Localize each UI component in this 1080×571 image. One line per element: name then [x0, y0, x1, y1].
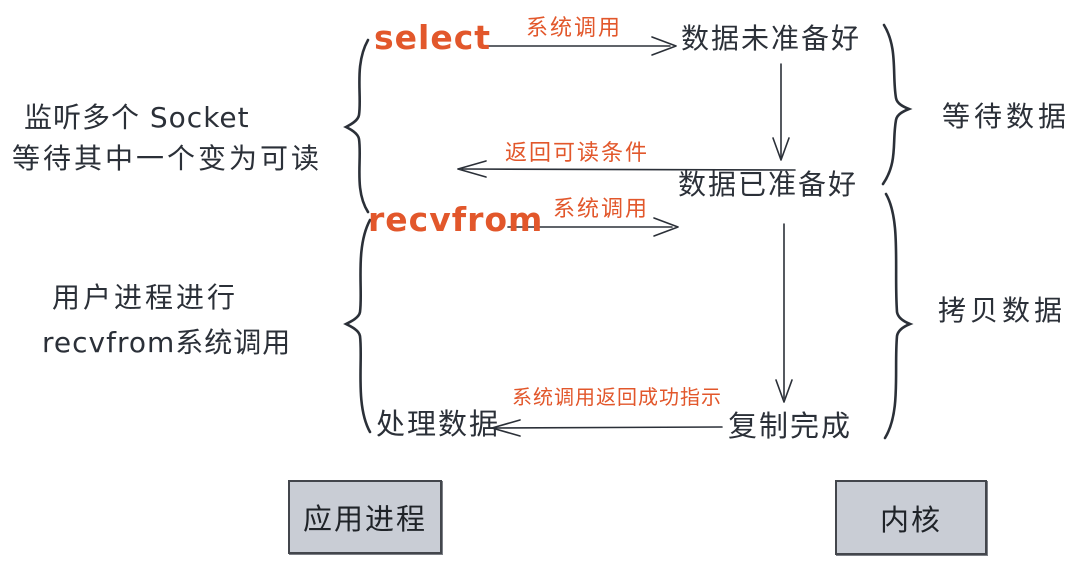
phase-waiting-label: 等待数据 [942, 100, 1071, 133]
state-data-ready: 数据已准备好 [678, 168, 859, 201]
recvfrom-call-label: recvfrom [368, 200, 544, 239]
kernel-box-label: 内核 [879, 502, 942, 537]
recvfrom-syscall-arrow-label: 系统调用 [553, 197, 650, 222]
brace-right-copying [883, 192, 914, 440]
state-data-not-ready: 数据未准备好 [681, 22, 862, 55]
listen-note-line2: 等待其中一个变为可读 [12, 142, 323, 175]
recvfrom-note-line1: 用户进程进行 [52, 281, 239, 314]
brace-right-waiting [881, 23, 913, 186]
select-syscall-arrow [481, 36, 677, 56]
brace-left-recvfrom [343, 218, 372, 434]
brace-left-select [343, 38, 370, 214]
application-process-box-label: 应用进程 [302, 502, 427, 536]
wait-progress-arrow [772, 63, 790, 161]
return-success-arrow-label: 系统调用返回成功指示 [512, 385, 722, 409]
process-data-step: 处理数据 [376, 407, 501, 441]
recvfrom-syscall-arrow [507, 217, 679, 237]
state-copy-done: 复制完成 [728, 409, 853, 443]
return-readable-arrow [457, 160, 796, 178]
return-success-arrow [491, 419, 723, 437]
kernel-box: 内核 [835, 480, 987, 555]
application-process-box: 应用进程 [288, 480, 442, 554]
return-readable-arrow-label: 返回可读条件 [505, 141, 650, 166]
recvfrom-note-line2: recvfrom系统调用 [42, 326, 292, 359]
phase-copying-label: 拷贝数据 [938, 294, 1067, 327]
select-call-label: select [374, 18, 492, 57]
copy-progress-arrow [775, 223, 793, 403]
listen-note-line1: 监听多个 Socket [24, 101, 250, 134]
select-syscall-arrow-label: 系统调用 [526, 16, 623, 41]
